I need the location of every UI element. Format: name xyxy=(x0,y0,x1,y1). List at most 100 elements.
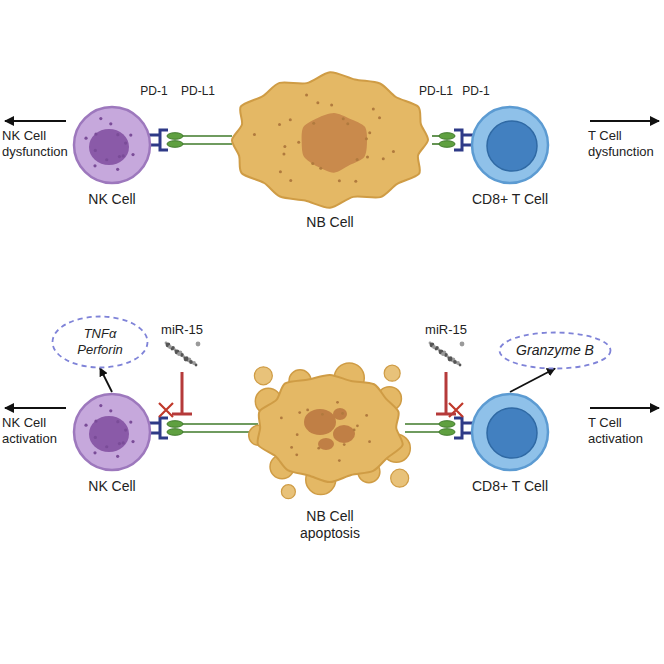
pdl1-stalk xyxy=(182,423,258,425)
granule xyxy=(94,419,97,422)
granule xyxy=(312,122,315,125)
apoptotic-body xyxy=(384,365,400,381)
cell-node: CD8+ T Cell xyxy=(450,104,570,208)
outcome-label: T Cell activation xyxy=(588,415,660,446)
granule xyxy=(253,133,256,136)
granule xyxy=(278,123,281,126)
granule xyxy=(129,133,132,136)
granule xyxy=(366,155,369,158)
cell-drawing xyxy=(74,394,150,470)
cell-drawing xyxy=(500,332,611,368)
nb-membrane xyxy=(232,72,428,208)
mirna-dot xyxy=(453,360,457,364)
mirna-dot xyxy=(448,357,453,362)
granule xyxy=(124,141,127,144)
granule xyxy=(94,149,97,152)
pdl1-stalk xyxy=(182,143,232,145)
mirna-label: miR-15 xyxy=(418,322,474,338)
granule xyxy=(109,409,112,412)
cell-shape xyxy=(215,353,445,503)
cell-node: NB Cell xyxy=(222,71,438,231)
granule xyxy=(317,447,320,450)
pdl1-stalk xyxy=(405,431,440,433)
outcome-label: NK Cell activation xyxy=(2,415,72,446)
mirna-label: miR-15 xyxy=(154,322,210,338)
granule xyxy=(330,104,333,107)
granule xyxy=(341,412,344,415)
dashed-ellipse xyxy=(53,317,148,368)
block-mark xyxy=(159,403,173,417)
cell-drawing xyxy=(249,363,411,499)
pdl1-stalk xyxy=(182,431,258,433)
cell-label: NK Cell xyxy=(62,191,162,208)
granule xyxy=(298,411,301,414)
granule xyxy=(365,137,368,140)
granule xyxy=(338,179,341,182)
granule xyxy=(131,440,134,443)
pd1-pdl1-pair xyxy=(146,130,232,150)
apoptotic-body xyxy=(281,485,295,499)
granule xyxy=(382,157,385,160)
granule xyxy=(94,436,97,439)
pdl1-stalk xyxy=(405,423,440,425)
nuclear-fragment xyxy=(333,425,355,443)
pdl1-domain xyxy=(439,429,455,436)
granule xyxy=(289,118,292,121)
granule xyxy=(116,420,119,423)
receptor-label: PD-L1 xyxy=(412,84,460,98)
granule xyxy=(84,424,87,427)
granule xyxy=(131,153,134,156)
cell-node: NK Cell xyxy=(57,391,167,495)
cell-label: CD8+ T Cell xyxy=(455,191,565,208)
granule xyxy=(297,141,300,144)
granule xyxy=(365,414,368,417)
mirna-dot xyxy=(177,352,181,356)
mirna-dot xyxy=(459,364,462,367)
nuclear-fragment xyxy=(318,438,334,450)
outcome-label: T Cell dysfunction xyxy=(588,128,660,159)
granule xyxy=(306,408,309,411)
granule xyxy=(343,443,346,446)
mirna-dot xyxy=(189,360,193,364)
outcome-arrow xyxy=(5,120,66,122)
cell-drawing xyxy=(74,107,150,183)
granule xyxy=(129,420,132,423)
cell-label: CD8+ T Cell xyxy=(455,478,565,495)
granule xyxy=(316,101,319,104)
nuclear-fragment xyxy=(333,408,347,420)
pdl1-domain xyxy=(167,141,183,148)
outcome-label: NK Cell dysfunction xyxy=(2,128,72,159)
cell-drawing xyxy=(232,72,428,208)
pdl1-domain xyxy=(167,421,183,428)
granule xyxy=(321,413,324,416)
granule xyxy=(319,167,322,170)
granule xyxy=(105,445,108,448)
nk-membrane xyxy=(74,394,150,470)
t-nucleus xyxy=(487,121,537,171)
granule xyxy=(296,433,299,436)
cell-drawing xyxy=(472,107,548,183)
granule xyxy=(124,428,127,431)
pdl1-domain xyxy=(167,133,183,140)
receptor-label: PD-L1 xyxy=(174,84,222,98)
granule xyxy=(368,440,371,443)
cell-shape xyxy=(57,391,167,473)
pdl1-domain xyxy=(439,421,455,428)
cell-shape xyxy=(450,391,570,473)
granule xyxy=(116,455,119,458)
outcome-arrow xyxy=(590,407,659,409)
granule xyxy=(356,158,359,161)
outcome-arrow xyxy=(590,120,659,122)
pdl1-domain xyxy=(439,133,455,140)
apoptotic-body xyxy=(391,469,409,487)
outcome-arrow xyxy=(5,407,66,409)
inhibition-line xyxy=(436,372,456,414)
cell-label: NB Cell xyxy=(270,214,390,231)
nb-nucleus xyxy=(302,113,367,173)
granule xyxy=(295,453,298,456)
granule xyxy=(356,424,359,427)
receptor-label: PD-1 xyxy=(454,84,498,98)
mirna-dot xyxy=(196,342,201,347)
granule xyxy=(99,117,102,120)
